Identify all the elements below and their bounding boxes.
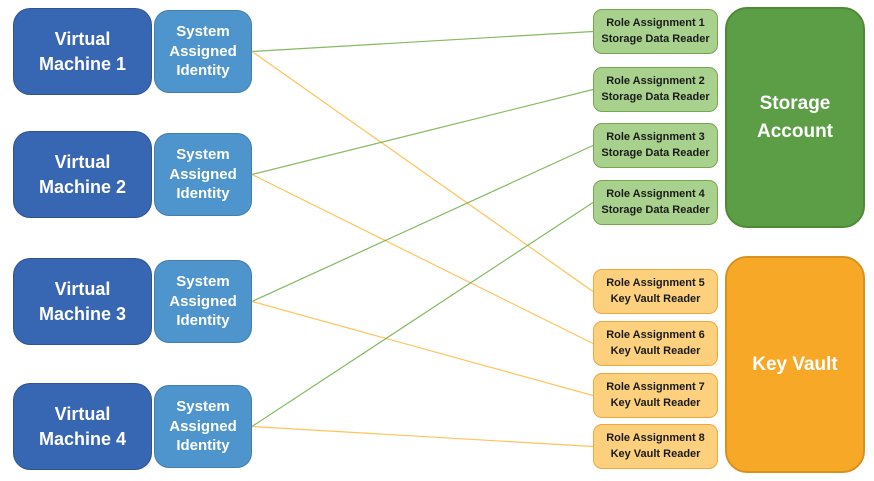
connection-identity-1-ra-5 [251, 51, 594, 292]
identity-1-box: System Assigned Identity [154, 10, 252, 93]
identity-2-box: System Assigned Identity [154, 133, 252, 216]
connection-identity-3-ra-7 [251, 300, 594, 397]
role-assignment-2-box: Role Assignment 2 Storage Data Reader [593, 67, 718, 112]
vm-3-box: Virtual Machine 3 [13, 258, 152, 345]
vm-1-box: Virtual Machine 1 [13, 8, 152, 95]
identity-3-box: System Assigned Identity [154, 260, 252, 343]
vm-2-box: Virtual Machine 2 [13, 131, 152, 218]
role-assignment-8-box: Role Assignment 8 Key Vault Reader [593, 424, 718, 469]
role-assignment-role: Key Vault Reader [610, 344, 701, 357]
role-assignment-role: Storage Data Reader [601, 90, 710, 103]
vm-4-box: Virtual Machine 4 [13, 383, 152, 470]
connection-identity-1-ra-1 [251, 30, 594, 53]
role-assignment-title: Role Assignment 4 [606, 187, 705, 200]
role-assignment-role: Storage Data Reader [601, 32, 710, 45]
storage-account-box: Storage Account [725, 7, 865, 228]
role-assignment-role: Key Vault Reader [610, 396, 701, 409]
role-assignment-3-box: Role Assignment 3 Storage Data Reader [593, 123, 718, 168]
connection-identity-2-ra-2 [251, 88, 594, 176]
role-assignment-7-box: Role Assignment 7 Key Vault Reader [593, 373, 718, 418]
role-assignment-5-box: Role Assignment 5 Key Vault Reader [593, 269, 718, 314]
role-assignment-6-box: Role Assignment 6 Key Vault Reader [593, 321, 718, 366]
role-assignment-title: Role Assignment 6 [606, 328, 705, 341]
role-assignment-role: Storage Data Reader [601, 146, 710, 159]
role-assignment-1-box: Role Assignment 1 Storage Data Reader [593, 9, 718, 54]
role-assignment-title: Role Assignment 1 [606, 16, 705, 29]
role-assignment-role: Key Vault Reader [610, 447, 701, 460]
connection-identity-3-ra-3 [251, 144, 594, 303]
role-assignment-role: Key Vault Reader [610, 292, 701, 305]
role-assignment-role: Storage Data Reader [601, 203, 710, 216]
connection-identity-4-ra-8 [251, 425, 594, 448]
role-assignment-title: Role Assignment 3 [606, 130, 705, 143]
role-assignment-title: Role Assignment 8 [606, 431, 705, 444]
role-assignment-title: Role Assignment 2 [606, 74, 705, 87]
connection-identity-4-ra-4 [251, 201, 594, 428]
role-assignment-title: Role Assignment 5 [606, 276, 705, 289]
key-vault-box: Key Vault [725, 256, 865, 473]
role-assignment-title: Role Assignment 7 [606, 380, 705, 393]
role-assignment-4-box: Role Assignment 4 Storage Data Reader [593, 180, 718, 225]
connection-identity-2-ra-6 [251, 173, 594, 345]
identity-4-box: System Assigned Identity [154, 385, 252, 468]
